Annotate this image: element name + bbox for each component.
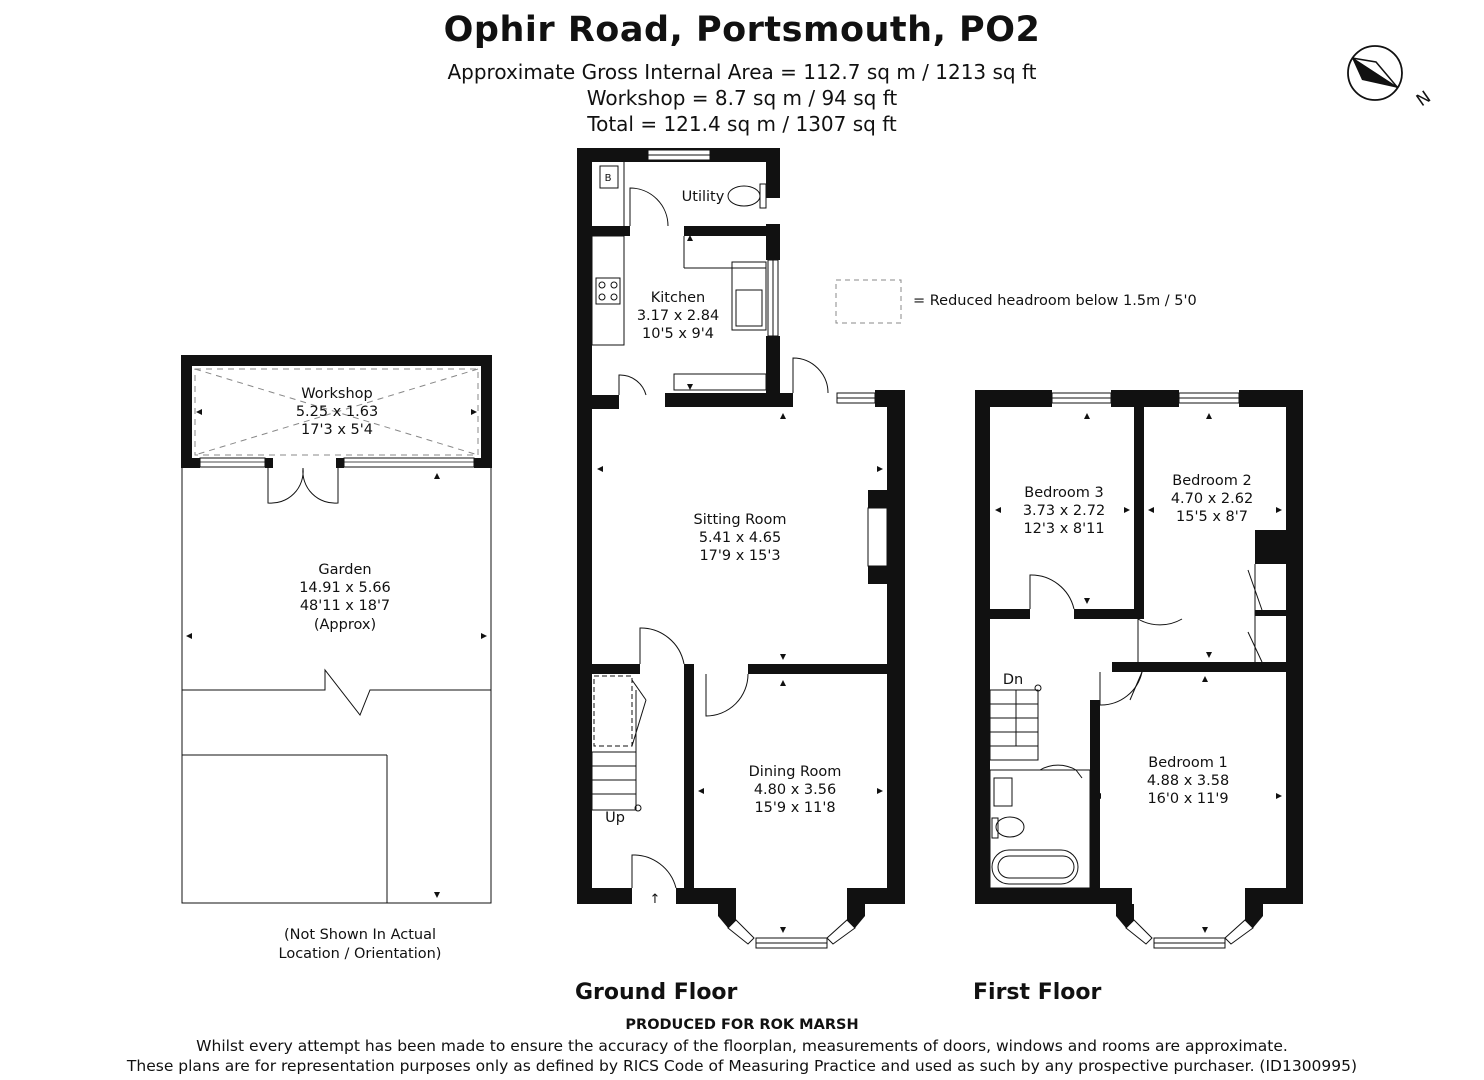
disclaimer-line2: These plans are for representation purpo… (126, 1057, 1358, 1075)
stairs-down-label: Dn (1003, 672, 1023, 688)
bedroom3-name: Bedroom 3 (1024, 485, 1103, 501)
sitting-room-imperial: 17'9 x 15'3 (699, 548, 780, 564)
dining-room-name: Dining Room (749, 764, 842, 780)
ground-floor-dimension-arrows (597, 235, 883, 933)
bedroom1-imperial: 16'0 x 11'9 (1147, 791, 1228, 807)
bedroom2-name: Bedroom 2 (1172, 473, 1251, 489)
first-floor-fixtures (989, 564, 1263, 889)
bedroom3-imperial: 12'3 x 8'11 (1023, 521, 1104, 537)
garden-note: (Approx) (314, 617, 376, 633)
produced-for-text: PRODUCED FOR ROK MARSH (625, 1017, 859, 1033)
utility-label: Utility (682, 189, 725, 205)
entrance-arrow-icon: ↑ (650, 892, 661, 907)
bedroom2-imperial: 15'5 x 8'7 (1176, 509, 1248, 525)
gross-area-text: Approximate Gross Internal Area = 112.7 … (447, 60, 1037, 84)
workshop-name: Workshop (301, 386, 373, 402)
disclaimer-line1: Whilst every attempt has been made to en… (196, 1037, 1288, 1055)
stairs-up-label: Up (605, 810, 625, 826)
kitchen-imperial: 10'5 x 9'4 (642, 326, 714, 342)
not-shown-note-line2: Location / Orientation) (279, 946, 442, 962)
sitting-room-name: Sitting Room (694, 512, 787, 528)
kitchen-metric: 3.17 x 2.84 (637, 308, 719, 324)
dining-room-metric: 4.80 x 3.56 (754, 782, 836, 798)
ground-floor-windows (647, 149, 876, 949)
workshop-metric: 5.25 x 1.63 (296, 404, 378, 420)
first-floor-dimension-arrows (995, 413, 1282, 933)
garden-dimension-arrows (186, 409, 487, 898)
bedroom3-metric: 3.73 x 2.72 (1023, 503, 1105, 519)
compass-north-label: N (1413, 87, 1435, 111)
headroom-legend-swatch (835, 279, 902, 324)
garden-metric: 14.91 x 5.66 (299, 580, 391, 596)
ground-floor-fixtures (591, 162, 888, 889)
first-floor-label: First Floor (973, 980, 1101, 1005)
sitting-room-metric: 5.41 x 4.65 (699, 530, 781, 546)
ground-floor-label: Ground Floor (575, 980, 738, 1005)
workshop-block (181, 355, 492, 504)
garden-name: Garden (318, 562, 371, 578)
workshop-area-text: Workshop = 8.7 sq m / 94 sq ft (586, 86, 898, 110)
first-floor-windows (1051, 392, 1254, 949)
plan-title: Ophir Road, Portsmouth, PO2 (443, 10, 1041, 50)
bedroom1-metric: 4.88 x 3.58 (1147, 773, 1229, 789)
not-shown-note-line1: (Not Shown In Actual (284, 927, 436, 943)
garden-imperial: 48'11 x 18'7 (300, 598, 390, 614)
bedroom1-name: Bedroom 1 (1148, 755, 1227, 771)
boiler-label: B (605, 173, 612, 184)
workshop-imperial: 17'3 x 5'4 (301, 422, 373, 438)
garden-outline (181, 468, 492, 904)
total-area-text: Total = 121.4 sq m / 1307 sq ft (587, 112, 897, 136)
first-floor-walls (975, 390, 1303, 928)
compass-icon: N (1347, 45, 1435, 111)
bedroom2-metric: 4.70 x 2.62 (1171, 491, 1253, 507)
dining-room-imperial: 15'9 x 11'8 (754, 800, 835, 816)
headroom-legend-text: = Reduced headroom below 1.5m / 5'0 (913, 293, 1197, 309)
kitchen-name: Kitchen (651, 290, 706, 306)
headroom-legend: = Reduced headroom below 1.5m / 5'0 (835, 279, 1197, 324)
